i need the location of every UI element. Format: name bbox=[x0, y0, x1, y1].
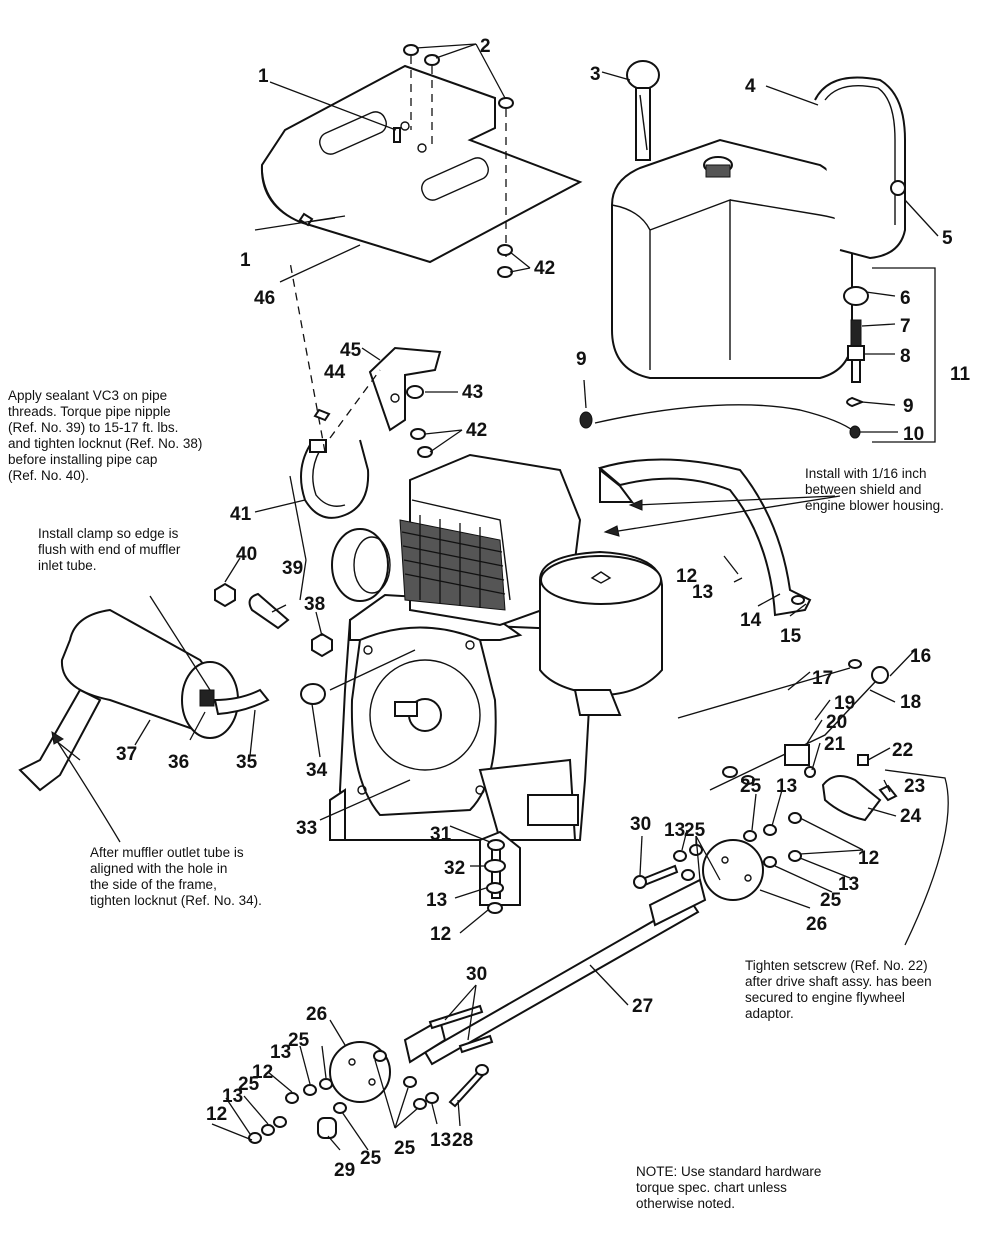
callout-2: 2 bbox=[480, 36, 491, 57]
callout-44: 44 bbox=[324, 362, 346, 383]
callout-25: 25 bbox=[238, 1074, 260, 1095]
callout-12: 12 bbox=[252, 1062, 273, 1083]
pointer-arrows bbox=[51, 495, 841, 843]
callout-13: 13 bbox=[426, 890, 447, 911]
note-setscrew: Tighten setscrew (Ref. No. 22) after dri… bbox=[745, 958, 932, 1021]
callout-3: 3 bbox=[590, 64, 601, 85]
callout-46: 46 bbox=[254, 288, 275, 309]
callout-37: 37 bbox=[116, 744, 137, 765]
callout-14: 14 bbox=[740, 610, 762, 631]
callout-45: 45 bbox=[340, 340, 362, 361]
callout-13: 13 bbox=[270, 1042, 291, 1063]
leader-lines bbox=[54, 43, 949, 1151]
engine bbox=[329, 453, 663, 906]
callout-4: 4 bbox=[745, 76, 756, 97]
callout-33: 33 bbox=[296, 818, 317, 839]
callout-13: 13 bbox=[222, 1086, 243, 1107]
coupling-hardware bbox=[248, 812, 802, 1144]
callout-36: 36 bbox=[168, 752, 189, 773]
muffler-clamp bbox=[300, 408, 370, 519]
callout-42: 42 bbox=[466, 420, 487, 441]
callout-30: 30 bbox=[466, 964, 487, 985]
callout-30: 30 bbox=[630, 814, 651, 835]
fuel-line bbox=[579, 404, 861, 439]
callout-15: 15 bbox=[780, 626, 802, 647]
callout-24: 24 bbox=[900, 806, 922, 827]
callout-35: 35 bbox=[236, 752, 258, 773]
callout-26: 26 bbox=[306, 1004, 327, 1025]
callout-7: 7 bbox=[900, 316, 911, 337]
callout-23: 23 bbox=[904, 776, 925, 797]
callout-18: 18 bbox=[900, 692, 921, 713]
blower-shield bbox=[597, 458, 812, 617]
callout-16: 16 bbox=[910, 646, 931, 667]
callout-8: 8 bbox=[900, 346, 911, 367]
callout-numbers: 1 1 2 3 4 5 6 7 8 9 9 10 11 12 12 12 12 … bbox=[116, 36, 971, 1181]
callout-27: 27 bbox=[632, 996, 653, 1017]
note-shield: Install with 1/16 inch between shield an… bbox=[805, 466, 944, 513]
callout-1: 1 bbox=[240, 250, 251, 271]
note-sealant: Apply sealant VC3 on pipe threads. Torqu… bbox=[8, 388, 203, 483]
callout-42: 42 bbox=[534, 258, 555, 279]
callout-12: 12 bbox=[430, 924, 451, 945]
callout-25: 25 bbox=[820, 890, 842, 911]
callout-13: 13 bbox=[838, 874, 859, 895]
callout-26: 26 bbox=[806, 914, 827, 935]
callout-32: 32 bbox=[444, 858, 465, 879]
callout-11: 11 bbox=[950, 364, 971, 385]
callout-13: 13 bbox=[430, 1130, 451, 1151]
callout-29: 29 bbox=[334, 1160, 355, 1181]
base-hardware bbox=[484, 595, 805, 914]
callout-21: 21 bbox=[824, 734, 846, 755]
callout-13: 13 bbox=[692, 582, 713, 603]
shield-bolts bbox=[298, 44, 514, 260]
dipstick bbox=[626, 60, 660, 161]
callout-39: 39 bbox=[282, 558, 303, 579]
fuel-tank bbox=[611, 138, 853, 379]
callout-31: 31 bbox=[430, 824, 452, 845]
callout-5: 5 bbox=[942, 228, 953, 249]
callout-12: 12 bbox=[206, 1104, 227, 1125]
callout-12: 12 bbox=[676, 566, 697, 587]
tank-strap bbox=[814, 76, 906, 260]
callout-38: 38 bbox=[304, 594, 325, 615]
callout-43: 43 bbox=[462, 382, 483, 403]
callout-25: 25 bbox=[394, 1138, 416, 1159]
note-clamp: Install clamp so edge is flush with end … bbox=[38, 526, 181, 573]
pipe-fittings bbox=[214, 582, 333, 705]
callout-40: 40 bbox=[236, 544, 257, 565]
muffler bbox=[18, 608, 270, 792]
cooling-fins bbox=[399, 499, 511, 611]
callout-25: 25 bbox=[740, 776, 762, 797]
callout-9: 9 bbox=[903, 396, 914, 417]
callout-13: 13 bbox=[664, 820, 685, 841]
callout-22: 22 bbox=[892, 740, 913, 761]
callout-17: 17 bbox=[812, 668, 833, 689]
callout-13: 13 bbox=[776, 776, 797, 797]
callout-9: 9 bbox=[576, 349, 587, 370]
callout-41: 41 bbox=[230, 504, 252, 525]
callout-6: 6 bbox=[900, 288, 911, 309]
fuel-fittings bbox=[843, 286, 869, 408]
callout-34: 34 bbox=[306, 760, 328, 781]
drive-shaft bbox=[329, 839, 764, 1103]
callout-25: 25 bbox=[360, 1148, 382, 1169]
nuts-washers bbox=[406, 244, 513, 458]
note-torque-spec: NOTE: Use standard hardware torque spec.… bbox=[636, 1164, 822, 1211]
callout-12: 12 bbox=[858, 848, 879, 869]
callout-19: 19 bbox=[834, 693, 855, 714]
callout-10: 10 bbox=[903, 424, 924, 445]
note-muffler-outlet: After muffler outlet tube is aligned wit… bbox=[90, 845, 262, 908]
callout-1: 1 bbox=[258, 66, 269, 87]
callout-25: 25 bbox=[684, 820, 706, 841]
bracket bbox=[368, 346, 442, 432]
top-shield bbox=[260, 64, 583, 264]
callout-20: 20 bbox=[826, 712, 847, 733]
callout-25: 25 bbox=[288, 1030, 310, 1051]
callout-28: 28 bbox=[452, 1130, 473, 1151]
